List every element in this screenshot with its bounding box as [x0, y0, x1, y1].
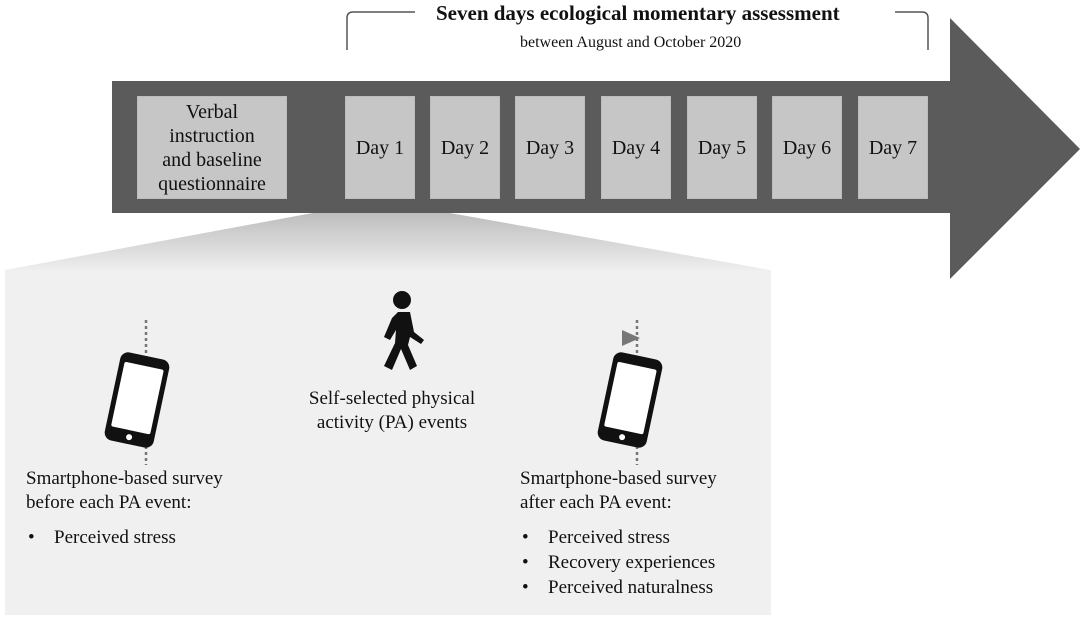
intro-line: and baseline: [162, 148, 262, 171]
after-survey-list: Perceived stress Recovery experiences Pe…: [520, 525, 715, 600]
day-box-2: Day 2: [430, 96, 500, 199]
day-label: Day 3: [525, 136, 575, 159]
list-item: Perceived stress: [520, 525, 715, 550]
title-text: Seven days ecological momentary assessme…: [436, 1, 840, 25]
day-box-4: Day 4: [601, 96, 671, 199]
day-label: Day 1: [355, 136, 405, 159]
after-survey-heading: Smartphone-based survey after each PA ev…: [520, 467, 717, 515]
activity-label: Self-selected physical activity (PA) eve…: [292, 387, 492, 435]
day-box-5: Day 5: [687, 96, 757, 199]
activity-label-line: Self-selected physical: [308, 388, 476, 409]
day-label: Day 7: [868, 136, 918, 159]
day-box-3: Day 3: [515, 96, 585, 199]
heading-line: before each PA event:: [26, 492, 192, 513]
before-survey-list: Perceived stress: [26, 525, 176, 550]
activity-arrowhead: [622, 330, 640, 346]
zoom-fan: [5, 207, 770, 270]
day-label: Day 5: [697, 136, 747, 159]
smartphone-icon: [104, 352, 170, 448]
list-item: Perceived stress: [26, 525, 176, 550]
heading-line: Smartphone-based survey: [520, 468, 717, 489]
title-bracket: [346, 11, 929, 50]
day-box-6: Day 6: [772, 96, 842, 199]
list-item: Recovery experiences: [520, 550, 715, 575]
day-label: Day 4: [611, 136, 661, 159]
day-box-7: Day 7: [858, 96, 928, 199]
day-box-1: Day 1: [345, 96, 415, 199]
diagram-subtitle: between August and October 2020: [520, 34, 742, 51]
intro-line: instruction: [169, 124, 255, 147]
intro-line: Verbal: [185, 100, 239, 123]
timeline-arrow: [112, 18, 1080, 279]
walking-person-icon: [384, 291, 424, 370]
activity-label-line: activity (PA) events: [316, 412, 468, 433]
day-label: Day 2: [440, 136, 490, 159]
heading-line: after each PA event:: [520, 492, 672, 513]
list-item: Perceived naturalness: [520, 575, 715, 600]
intro-line: questionnaire: [158, 172, 266, 195]
day-label: Day 6: [782, 136, 832, 159]
before-survey-heading: Smartphone-based survey before each PA e…: [26, 467, 223, 515]
heading-line: Smartphone-based survey: [26, 468, 223, 489]
smartphone-icon: [597, 352, 663, 448]
intro-box: Verbal instruction and baseline question…: [137, 96, 287, 199]
